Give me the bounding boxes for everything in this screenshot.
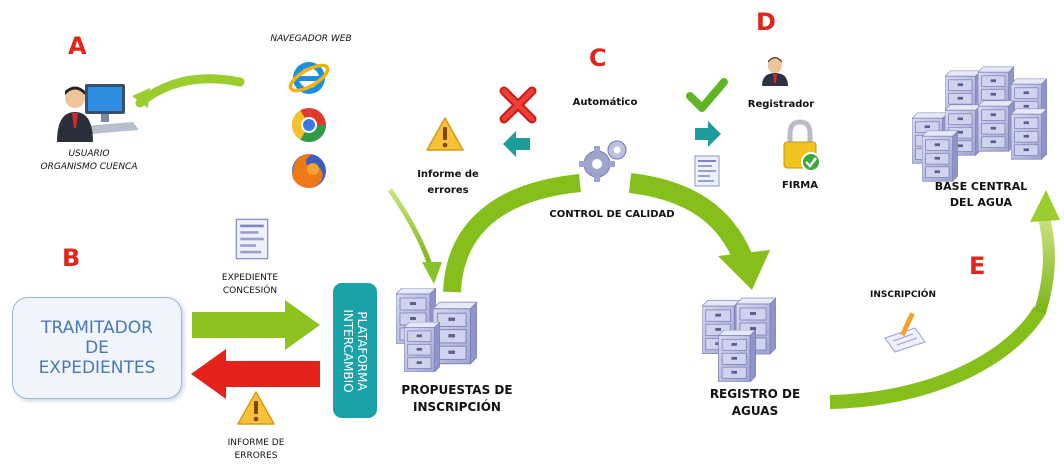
filing-cabinet-icon (702, 297, 776, 382)
user-computer-icon (57, 84, 139, 142)
registrador-label: Registrador (747, 99, 815, 110)
informe-errores-label: Informe de errores (405, 167, 491, 199)
filing-cabinet-icon (912, 66, 1047, 182)
plataforma-intercambio-box: PLATAFORMA INTERCAMBIO (333, 283, 377, 418)
registro-line1: REGISTRO DE (709, 387, 801, 401)
base-central-label: BASE CENTRAL DEL AGUA (918, 179, 1044, 211)
registrar-icon (762, 57, 788, 86)
section-letter-a: A (68, 32, 87, 60)
signing-icon (884, 312, 926, 353)
usuario-label: USUARIO ORGANISMO CUENCA (14, 148, 164, 174)
informe-err-line1: INFORME DE (227, 438, 285, 448)
arrow-expediente-to-plataforma (192, 300, 320, 350)
informe-de-errores-label: INFORME DE ERRORES (206, 437, 306, 463)
tramitador-expedientes-box: TRAMITADOR DE EXPEDIENTES (12, 297, 182, 399)
tramitador-line3: EXPEDIENTES (38, 358, 156, 378)
arrow-browser-to-propuestas (387, 188, 442, 284)
gears-icon (579, 140, 627, 182)
expediente-line2: CONCESIÓN (222, 286, 278, 296)
inscripcion-label: INSCRIPCIÓN (870, 290, 936, 300)
automatico-label: Automático (572, 97, 638, 108)
base-central-line2: DEL AGUA (949, 196, 1013, 209)
arrow-control-to-registro (628, 173, 770, 290)
navegador-web-label: NAVEGADOR WEB (270, 34, 352, 44)
propuestas-line2: INSCRIPCIÓN (413, 400, 501, 414)
control-calidad-label: CONTROL DE CALIDAD (549, 209, 675, 220)
document-icon (235, 218, 269, 260)
warning-icon (237, 391, 275, 425)
padlock-icon (783, 119, 821, 172)
document-icon (694, 155, 720, 187)
error-x-icon (499, 86, 537, 124)
arrow-propuestas-to-control (443, 174, 581, 293)
section-letter-d: D (756, 8, 776, 36)
checkmark-icon (686, 78, 728, 112)
propuestas-line1: PROPUESTAS DE (401, 383, 513, 397)
teal-left-arrow-icon (503, 131, 530, 157)
firefox-icon (292, 153, 326, 188)
arrow-registro-to-base (829, 190, 1060, 409)
section-letter-e: E (969, 252, 986, 280)
registro-aguas-label: REGISTRO DE AGUAS (700, 386, 810, 420)
propuestas-inscripcion-label: PROPUESTAS DE INSCRIPCIÓN (394, 382, 520, 416)
arrow-plataforma-to-tramitador (191, 349, 320, 399)
registro-line2: AGUAS (731, 404, 779, 418)
arrow-user-to-browser (132, 74, 245, 108)
expediente-concesion-label: EXPEDIENTE CONCESIÓN (205, 272, 295, 298)
base-central-line1: BASE CENTRAL (934, 180, 1028, 193)
filing-cabinet-icon (396, 288, 477, 372)
section-letter-b: B (62, 244, 81, 272)
plataforma-line1: PLATAFORMA (355, 310, 369, 391)
usuario-label-line2: ORGANISMO CUENCA (40, 162, 138, 172)
informe-err-line2: ERRORES (234, 451, 278, 461)
tramitador-line2: DE (85, 338, 109, 358)
warning-icon (426, 117, 464, 151)
usuario-label-line1: USUARIO (68, 149, 110, 159)
plataforma-line2: INTERCAMBIO (341, 308, 355, 393)
informe-errores-line2: errores (427, 185, 469, 196)
chrome-icon (292, 108, 326, 142)
informe-errores-line1: Informe de (417, 169, 479, 180)
firma-label: FIRMA (782, 180, 818, 191)
internet-explorer-icon (288, 62, 330, 94)
teal-right-arrow-icon (695, 121, 721, 147)
tramitador-line1: TRAMITADOR (41, 318, 153, 338)
section-letter-c: C (589, 44, 607, 72)
expediente-line1: EXPEDIENTE (221, 273, 279, 283)
